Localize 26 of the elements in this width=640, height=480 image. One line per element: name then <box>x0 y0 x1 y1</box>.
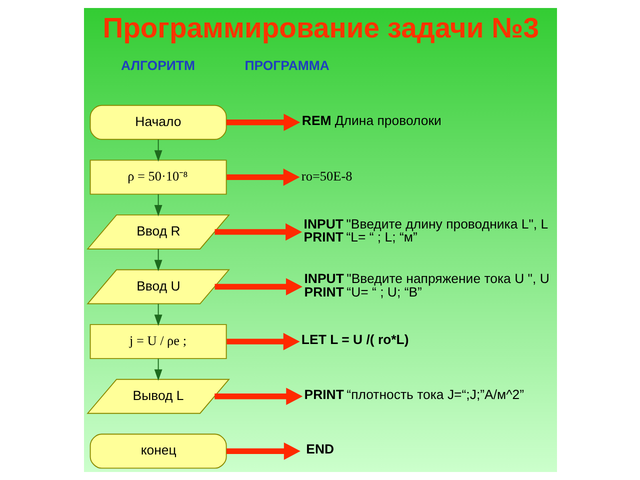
arrow <box>226 114 300 132</box>
node-text: PRINT “плотность тока J=“;J;”А/м^2” <box>304 386 524 402</box>
arrow <box>154 194 162 216</box>
node-box: конец <box>89 434 226 469</box>
arrow <box>214 278 302 296</box>
node-box: j = U / ρe ; <box>89 324 226 360</box>
arrow <box>226 442 300 460</box>
node-text: INPUT "Введите длину проводника L", L PRINT “L= “ ; L; “м” <box>303 216 548 245</box>
label: АЛГОРИТМ <box>120 58 194 74</box>
arrow <box>226 168 300 186</box>
node-text: REM Длина проволоки <box>301 112 441 128</box>
node-box: Начало <box>89 104 226 140</box>
arrow <box>154 358 162 381</box>
node-text: ro=50E-8 <box>300 168 352 184</box>
arrow <box>214 223 302 241</box>
diagram-title: Программирование задачи №3 <box>102 12 538 44</box>
arrow <box>154 139 162 162</box>
label: ПРОГРАММА <box>244 58 329 74</box>
arrow <box>214 388 302 406</box>
arrow <box>154 303 162 326</box>
node-box: ρ = 50·10⁻⁸ <box>89 160 226 195</box>
arrow <box>226 332 300 350</box>
node-text: END <box>306 442 334 457</box>
node-text: INPUT "Введите напряжение тока U ", U PRINT “U= “ ; U; “В” <box>304 271 549 300</box>
arrow <box>154 248 162 272</box>
node-text: LET L = U /( ro*L) <box>300 332 408 348</box>
